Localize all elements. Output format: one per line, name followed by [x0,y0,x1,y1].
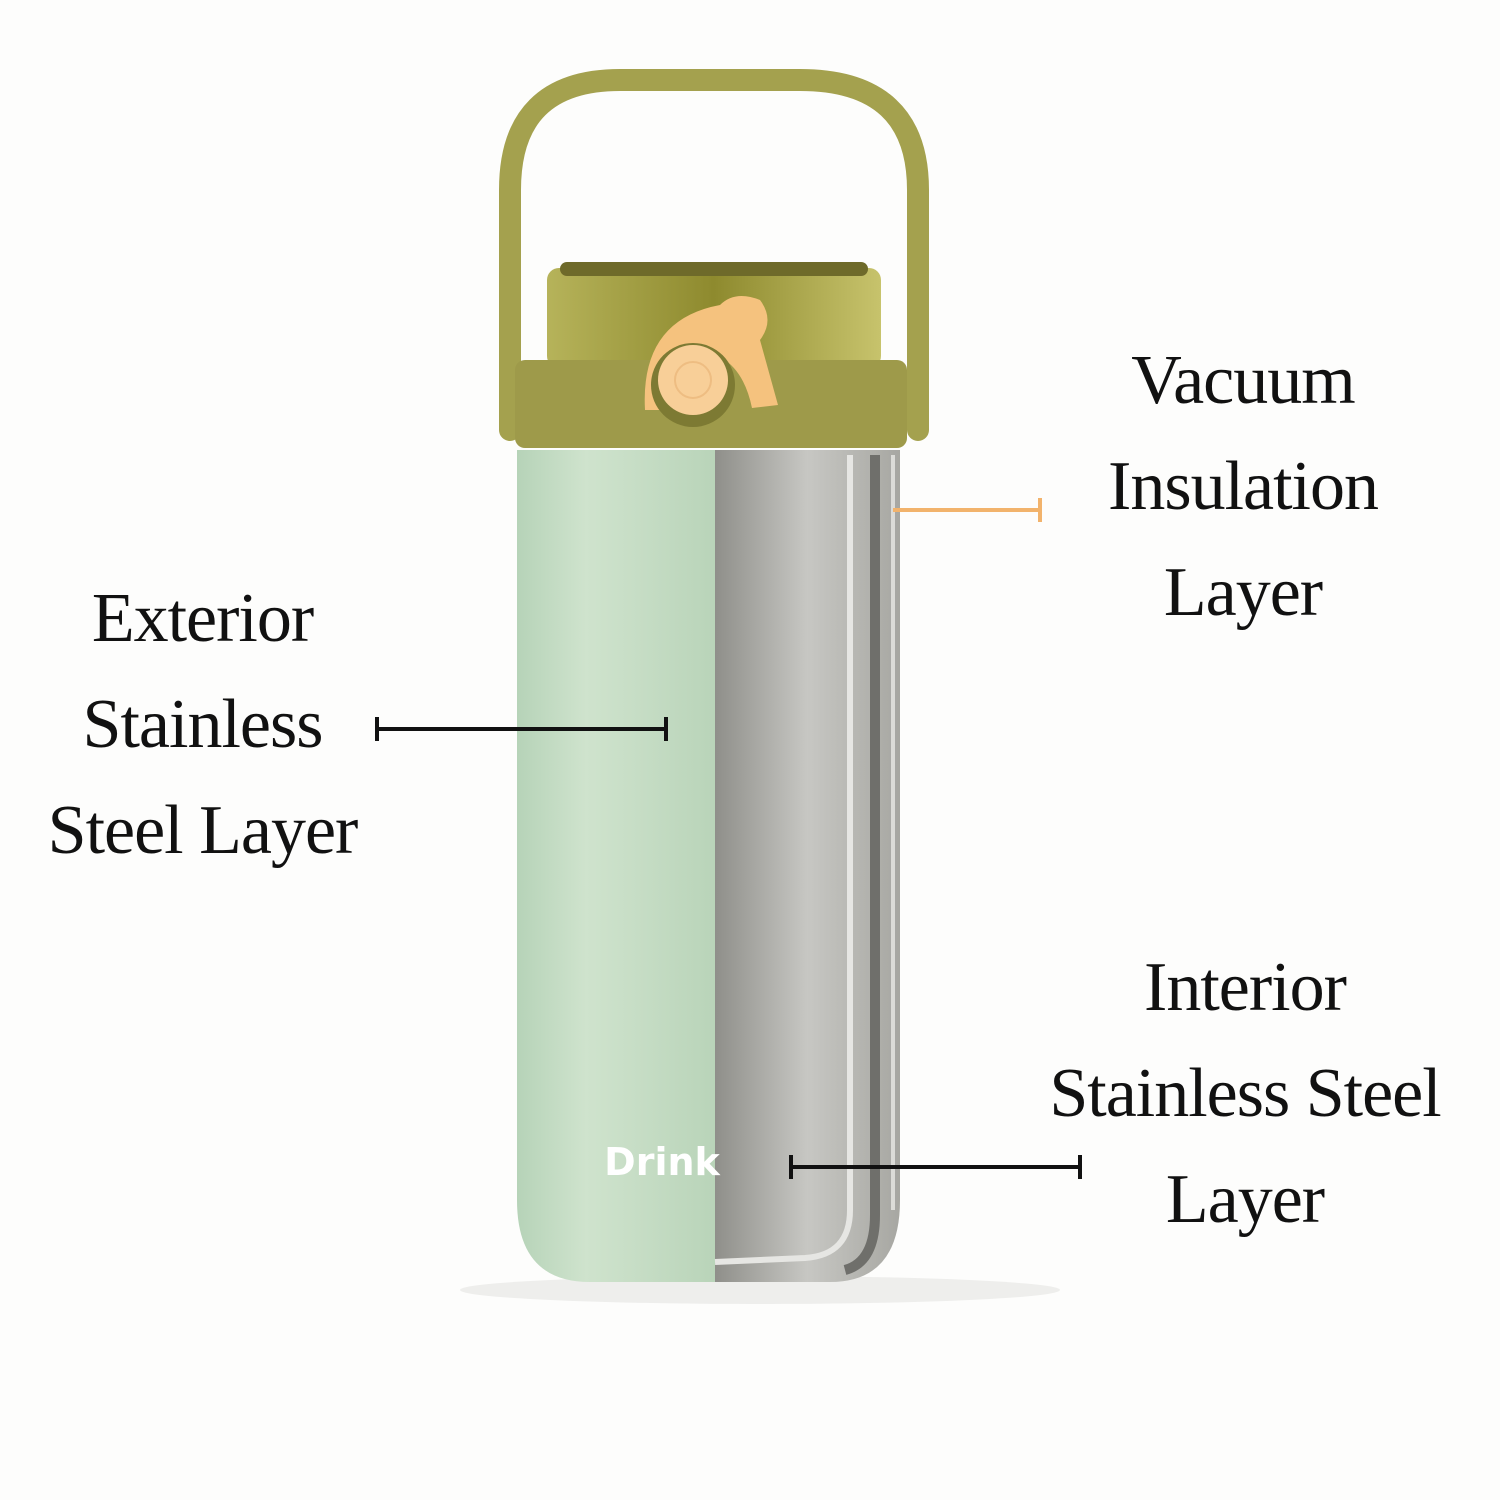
vacuum-pointer [893,498,1042,522]
label-line: Layer [1165,1161,1325,1238]
interior-pointer [789,1155,1082,1179]
brand-logo: Drink [604,1140,720,1184]
label-line: Exterior [91,580,314,657]
exterior-layer [517,450,715,1282]
push-button[interactable] [658,345,728,415]
label-line: Steel Layer [47,792,359,869]
handle [499,69,929,441]
shadow [460,1276,1060,1304]
label-line: Layer [1163,554,1323,631]
exterior-pointer [375,717,668,741]
label-line: Stainless [82,686,324,763]
label-line: Insulation [1108,448,1379,525]
interior-layer-label: Interior Stainless Steel Layer [1010,935,1480,1253]
vacuum-gap [843,455,880,1275]
interior-wall [714,455,853,1265]
label-line: Stainless Steel [1049,1055,1441,1132]
vacuum-insulation-label: Vacuum Insulation Layer [1040,328,1446,646]
label-line: Interior [1144,949,1347,1026]
exterior-layer-label: Exterior Stainless Steel Layer [0,566,405,884]
label-line: Vacuum [1131,342,1355,419]
cutaway-section [715,450,900,1282]
